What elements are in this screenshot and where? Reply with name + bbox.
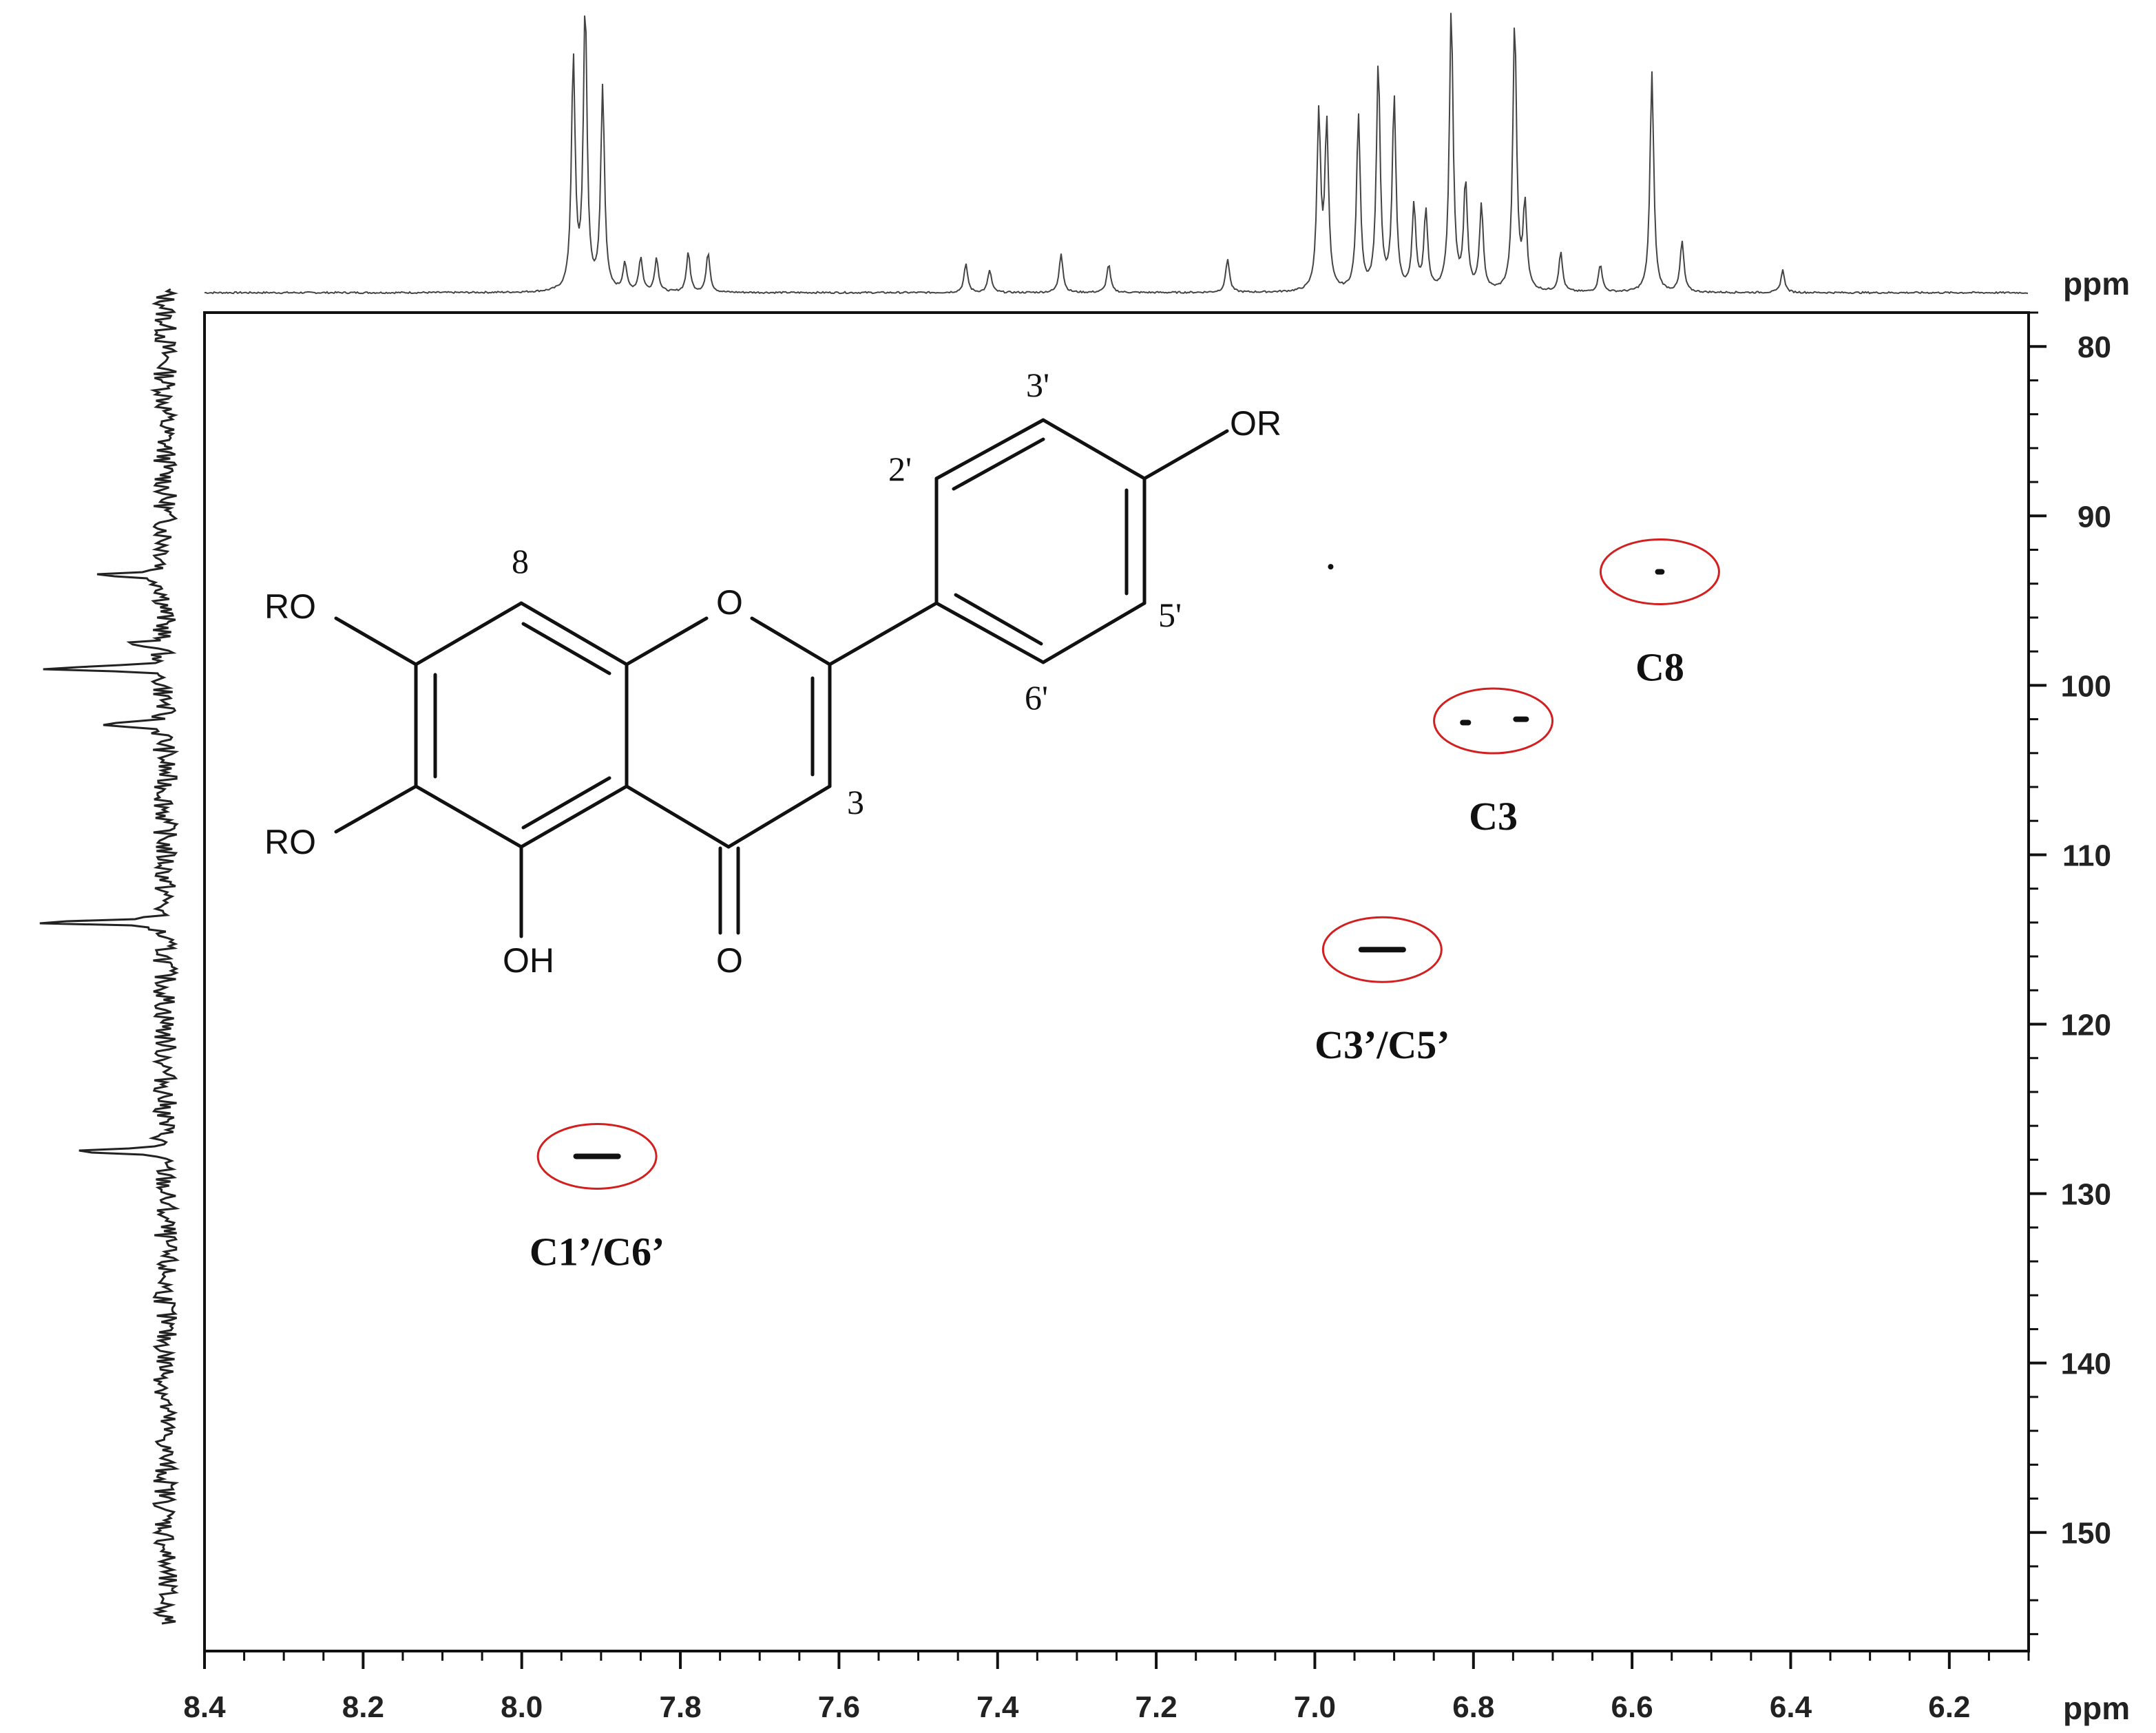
x-tick-label: 8.4 (183, 1690, 226, 1724)
double-bond-inner (954, 593, 1043, 646)
flavone-structure (334, 418, 1229, 938)
x-tick-label: 7.8 (659, 1690, 701, 1724)
peak-highlight-ellipse (1433, 687, 1554, 755)
y-tick-label: 140 (2061, 1347, 2111, 1381)
x-tick-label: 7.2 (1135, 1690, 1178, 1724)
bond (1041, 601, 1147, 664)
bond (414, 601, 523, 666)
position-2p-label: 2' (888, 450, 912, 488)
x-tick-label: 6.4 (1770, 1690, 1812, 1724)
peak-assignment-label: C8 (1635, 644, 1684, 689)
peak-assignment-label: C1’/C6’ (530, 1229, 665, 1274)
position-8-label: 8 (512, 542, 529, 580)
position-5p-label: 5' (1158, 596, 1182, 634)
proton-projection-spectrum (204, 12, 2029, 295)
peak-highlight-ellipse (1321, 916, 1443, 983)
plot-frame (203, 311, 2030, 1652)
x-tick-label: 6.6 (1611, 1690, 1653, 1724)
y-tick-label: 90 (2077, 500, 2111, 534)
x-tick-label: 8.0 (501, 1690, 543, 1724)
position-3p-label: 3' (1026, 366, 1049, 404)
cross-peaks (573, 564, 1665, 1159)
bond (519, 784, 629, 849)
bond (334, 616, 418, 666)
bond (334, 784, 418, 834)
top-axis-unit-label: ppm (2063, 266, 2130, 302)
x-tick-label: 8.2 (342, 1690, 384, 1724)
ring-oxygen-label: O (716, 583, 743, 622)
bond (726, 784, 832, 849)
x-tick-label: 7.4 (976, 1690, 1019, 1724)
bond (1041, 418, 1147, 481)
oh-label: OH (503, 941, 554, 980)
bond (934, 601, 1045, 664)
y-tick-label: 110 (2062, 839, 2111, 872)
peak-highlight-ellipse (1599, 538, 1720, 605)
position-3-label: 3 (847, 783, 864, 821)
bond (1142, 429, 1229, 481)
y-tick-label: 130 (2061, 1178, 2111, 1212)
y-axis: 80 90 100 110 120 130 140 150 (2029, 311, 2111, 1635)
peak-highlight-ellipse (536, 1122, 658, 1190)
cross-peak (573, 1153, 621, 1159)
ro-bottom-label: RO (264, 823, 316, 861)
y-tick-label: 80 (2077, 330, 2111, 364)
x-axis: 8.4 8.2 8.0 7.8 7.6 7.4 7.2 7.0 6.8 6.6 6.4 6.2 (183, 1651, 2030, 1724)
x-tick-label: 7.6 (818, 1690, 860, 1724)
peak-assignment-label: C3’/C5’ (1315, 1022, 1450, 1067)
carbon-projection-spectrum (39, 288, 180, 1625)
double-bond-inner (952, 437, 1045, 491)
x-tick-label: 6.8 (1452, 1690, 1494, 1724)
peak-annotations: C1’/C6’ C3’/C5’ C3 C8 (530, 538, 1720, 1274)
ro-top-label: RO (264, 587, 316, 626)
x-axis-unit-label: ppm (2063, 1690, 2130, 1726)
y-tick-label: 100 (2061, 669, 2111, 703)
bond (625, 784, 731, 849)
bond (519, 601, 629, 666)
cross-peak (1655, 569, 1665, 575)
x-tick-label: 6.2 (1928, 1690, 1970, 1724)
x-tick-label: 7.0 (1294, 1690, 1336, 1724)
bond (750, 616, 832, 666)
cross-peak (1513, 716, 1529, 722)
bond (414, 784, 523, 849)
cross-peak (1328, 564, 1334, 570)
position-6p-label: 6' (1025, 678, 1048, 717)
proton-projection-trace (204, 12, 2029, 295)
structure-labels: RO RO OH O O OR 8 3 2' 3' 5' 6' (264, 366, 1281, 980)
cross-peak (1460, 720, 1472, 726)
carbonyl-oxygen-label: O (716, 941, 743, 980)
bond (934, 418, 1045, 481)
peak-assignment-label: C3 (1469, 794, 1518, 839)
bond (828, 601, 939, 666)
carbon-projection-trace (39, 288, 180, 1625)
or-label: OR (1230, 404, 1281, 443)
bond (625, 616, 709, 666)
double-bond-inner (521, 622, 611, 675)
y-tick-label: 120 (2061, 1009, 2111, 1042)
double-bond-inner (521, 776, 611, 830)
y-tick-label: 150 (2061, 1517, 2111, 1551)
cross-peak (1358, 947, 1406, 953)
